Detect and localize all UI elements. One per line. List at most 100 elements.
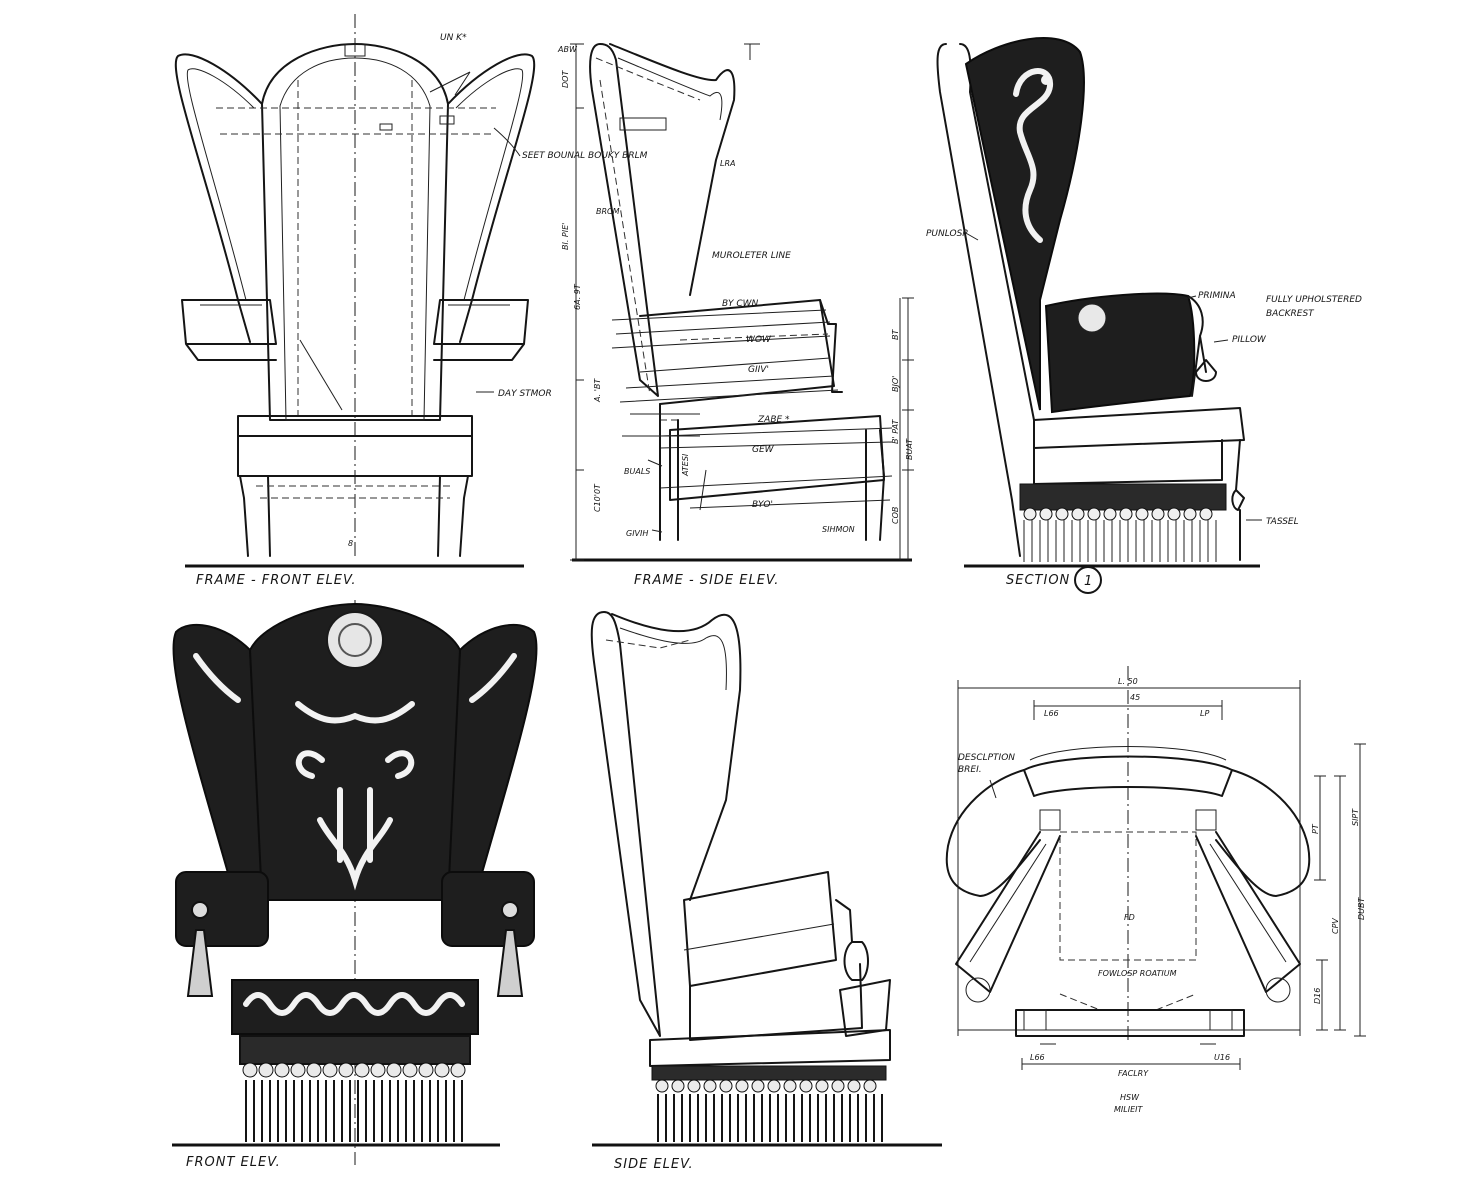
right-wing-ornament: [469, 653, 517, 703]
callout-giiv: GIIV': [748, 365, 769, 375]
right-side-panel: [1195, 831, 1301, 993]
section-number: 1: [1084, 574, 1093, 589]
callout-zabe: ZABE *: [757, 415, 790, 425]
right-scroll: [1265, 977, 1291, 1003]
dim-lp: LP: [1200, 709, 1209, 718]
dim-cob: COB: [891, 507, 900, 524]
dim-bi-pie: BI. PIE': [561, 223, 570, 250]
wing-profile: [611, 613, 742, 901]
left-wing-ornament: [193, 653, 241, 703]
left-side-panel: [955, 831, 1061, 993]
callout-tassel: TASSEL: [1266, 517, 1299, 527]
callout-abw: ABW: [557, 45, 578, 54]
seat-wave-ornament: [243, 992, 465, 1016]
svg-text:8: 8: [348, 539, 353, 548]
right-button: [501, 901, 519, 919]
rosette: [1077, 303, 1107, 333]
dim-faclry: FACLRY: [1118, 1069, 1149, 1078]
fringe-band: [239, 1035, 471, 1065]
left-wing: [174, 53, 263, 343]
callout-primina: PRIMINA: [1198, 291, 1236, 301]
left-arm: [175, 871, 269, 947]
right-arm: [441, 871, 535, 947]
fringe-beads: [1023, 507, 1213, 521]
callout-brei: BREI.: [958, 765, 982, 775]
dim-a-bt: A. 'BT: [593, 378, 602, 403]
dim-dot: DOT: [561, 70, 570, 88]
left-button: [191, 901, 209, 919]
left-wing: [172, 623, 266, 902]
callout-sihmon: SIHMON: [822, 525, 855, 534]
left-scroll: [965, 977, 991, 1003]
back-post: [936, 43, 1035, 557]
callout-gew: GEW: [752, 445, 775, 455]
front-elevation: FRONT ELEV.: [172, 600, 538, 1170]
callout-wow: WOW: [746, 335, 772, 345]
back-post: [590, 611, 661, 1037]
dim-u16: U16: [1214, 1053, 1230, 1062]
dim-b-pat: B' PAT: [891, 418, 900, 444]
fringe: [1023, 520, 1217, 562]
dim-l66-bottom: L66: [1030, 1053, 1045, 1062]
section-marker: [1074, 566, 1102, 594]
dim-cpv: CPV: [1331, 918, 1340, 934]
pillow-tassel: [1195, 335, 1217, 382]
dim-bjo: BJO': [891, 376, 900, 392]
callout-fully-upholstered: FULLY UPHOLSTERED: [1266, 295, 1362, 305]
wing-ornament: [1013, 68, 1054, 243]
left-arm: [181, 299, 277, 361]
fringe-beads: [242, 1062, 466, 1078]
callout-givih: GIVIH: [626, 529, 648, 538]
callout-desclption: DESCLPTION: [958, 753, 1015, 763]
caption-frame-side: FRAME - SIDE ELEV.: [634, 573, 779, 588]
dim-d16: D16: [1313, 988, 1322, 1004]
seat-rail: [237, 415, 473, 477]
callout-brcm: BRCM: [596, 207, 620, 216]
right-arm: [433, 299, 529, 361]
callout-seet-bounal: SEET BOUNAL BOUKY BRLM: [522, 151, 648, 161]
right-arm-top: [1215, 769, 1311, 897]
section-view: PUNLOSP PRIMINA FULLY UPHOLSTERED BACKRE…: [926, 37, 1362, 594]
caption-front: FRONT ELEV.: [186, 1155, 281, 1170]
callout-byo: BYO': [752, 500, 773, 510]
dim-milieit: MILIEIT: [1114, 1105, 1143, 1114]
callout-punlosp: PUNLOSP: [926, 229, 968, 239]
frame-front-elevation: UN K* SEET BOUNAL BOUKY BRLM DAY STMOR 8…: [174, 14, 648, 588]
right-wing: [444, 623, 538, 902]
callout-buals: BUALS: [624, 467, 650, 476]
right-wing: [447, 53, 536, 343]
callout-day-stmor: DAY STMOR: [498, 389, 552, 399]
upholstered-wing: [964, 37, 1085, 411]
seat-section: [1033, 407, 1245, 485]
front-rail: [1015, 1009, 1245, 1037]
back-ornament-scrolls: [295, 750, 415, 779]
crest-rosette: [326, 611, 384, 669]
left-arm-top: [945, 769, 1041, 897]
callout-atesi: ATESI: [681, 453, 690, 477]
callout-pillow: PILLOW: [1232, 335, 1267, 345]
frame-side-elevation: MUROLETER LINE BY CWN WOW GIIV' ZABE * G…: [557, 43, 914, 588]
wing-profile: [609, 43, 736, 296]
callout-by-cwn: BY CWN: [722, 299, 759, 309]
seat-band: [649, 1029, 891, 1067]
fringe-band: [651, 1065, 887, 1081]
dim-dubt: DUBT: [1357, 896, 1366, 920]
side-elevation: SIDE ELEV.: [590, 611, 942, 1172]
fringe: [245, 1080, 463, 1142]
dim-l66-top: L66: [1044, 709, 1059, 718]
left-tassel: [186, 929, 214, 997]
dim-bt: BT: [891, 329, 900, 340]
callout-backrest: BACKREST: [1266, 309, 1315, 319]
back-ornament-brow: [295, 701, 415, 724]
dim-sipt: SIPT: [1351, 808, 1360, 826]
fringe-band: [1019, 483, 1227, 511]
dim-pt: PT: [1311, 823, 1320, 834]
callout-muroleter: MUROLETER LINE: [712, 251, 791, 261]
dim-45: 45: [1130, 693, 1140, 702]
side-tassel: [835, 899, 869, 981]
fringe: [657, 1094, 883, 1142]
right-tassel: [496, 929, 524, 997]
side-legs: [659, 403, 885, 541]
back-cushion: [1044, 292, 1196, 414]
